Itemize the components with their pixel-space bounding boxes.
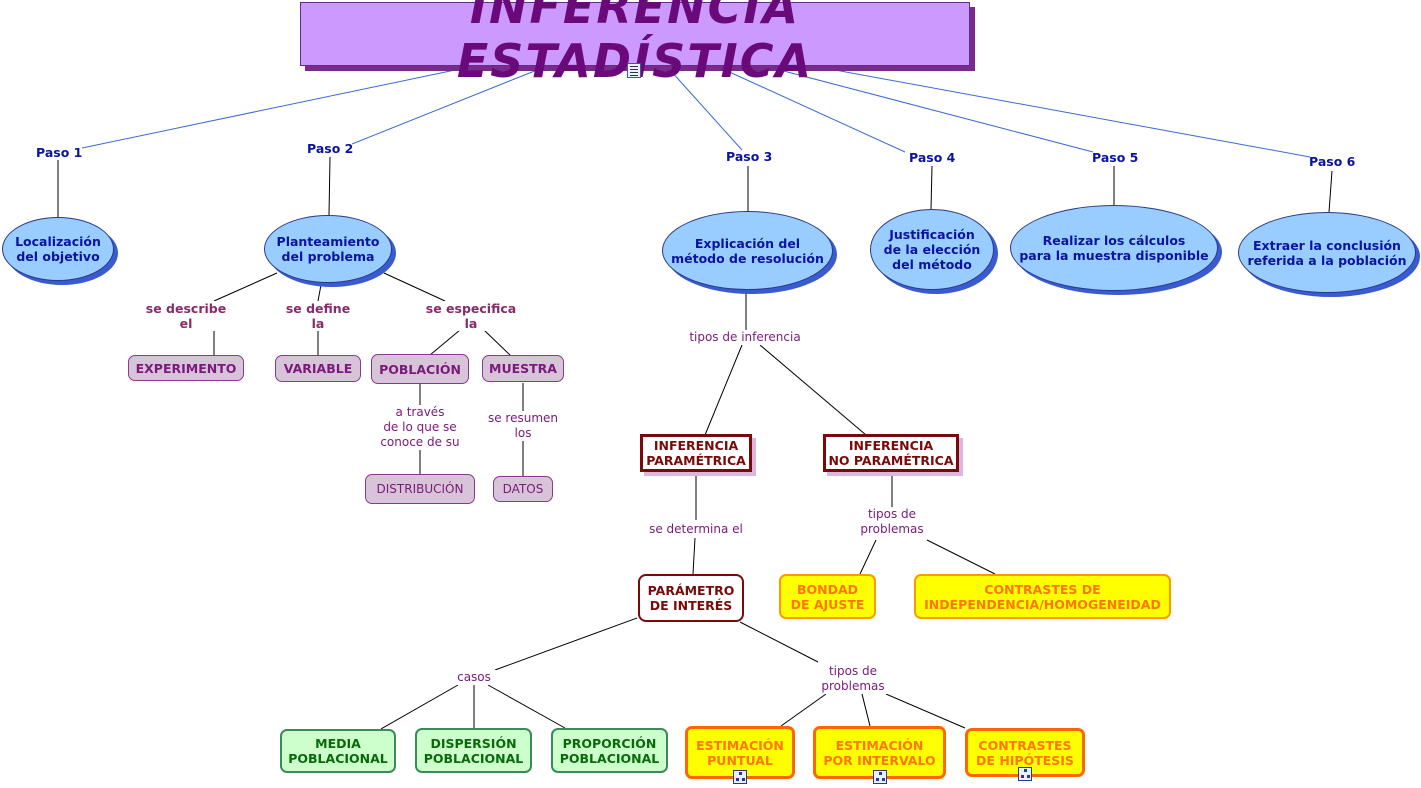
- step-1-node[interactable]: Localización del objetivo: [2, 217, 114, 281]
- parametro-interes-node[interactable]: PARÁMETRO DE INTERÉS: [638, 574, 744, 622]
- link-se-determina: se determina el: [643, 522, 749, 537]
- datos-node[interactable]: DATOS: [493, 476, 553, 502]
- link-se-define: se define la: [280, 301, 356, 331]
- muestra-node[interactable]: MUESTRA: [482, 355, 564, 382]
- step-3-label: Paso 3: [726, 149, 773, 164]
- link-casos: casos: [452, 670, 496, 685]
- link-a-traves: a través de lo que se conoce de su: [372, 405, 468, 450]
- step-5-node[interactable]: Realizar los cálculos para la muestra di…: [1010, 205, 1218, 291]
- step-6-label: Paso 6: [1309, 154, 1356, 169]
- step-1-label: Paso 1: [36, 145, 83, 160]
- link-tipos-inferencia: tipos de inferencia: [682, 330, 808, 345]
- link-se-resumen: se resumen los: [478, 411, 568, 441]
- step-4-label: Paso 4: [909, 150, 956, 165]
- proporcion-poblacional-node[interactable]: PROPORCIÓN POBLACIONAL: [551, 728, 668, 773]
- step-6-node[interactable]: Extraer la conclusión referida a la pobl…: [1238, 212, 1416, 293]
- distribucion-node[interactable]: DISTRIBUCIÓN: [365, 474, 475, 504]
- note-icon[interactable]: [627, 63, 641, 78]
- step-3-node[interactable]: Explicación del método de resolución: [662, 211, 833, 290]
- poblacion-node[interactable]: POBLACIÓN: [371, 354, 469, 384]
- submap-icon[interactable]: [1018, 767, 1032, 781]
- variable-node[interactable]: VARIABLE: [275, 355, 361, 382]
- step-4-node[interactable]: Justificación de la elección del método: [870, 209, 994, 290]
- link-se-especifica: se especifica la: [420, 301, 522, 331]
- link-tipos-problemas-p: tipos de problemas: [812, 664, 894, 694]
- submap-icon[interactable]: [873, 770, 887, 784]
- bondad-ajuste-node[interactable]: BONDAD DE AJUSTE: [779, 574, 876, 619]
- step-2-label: Paso 2: [307, 141, 354, 156]
- link-tipos-problemas-np: tipos de problemas: [852, 507, 932, 537]
- concept-links: [57, 156, 1333, 730]
- step-5-label: Paso 5: [1092, 150, 1139, 165]
- dispersion-poblacional-node[interactable]: DISPERSIÓN POBLACIONAL: [415, 728, 532, 773]
- title-links: [81, 69, 1311, 158]
- link-se-describe: se describe el: [142, 301, 230, 331]
- submap-icon[interactable]: [733, 770, 747, 784]
- media-poblacional-node[interactable]: MEDIA POBLACIONAL: [280, 729, 396, 773]
- main-title: INFERENCIA ESTADÍSTICA: [300, 0, 970, 88]
- contrastes-independencia-node[interactable]: CONTRASTES DE INDEPENDENCIA/HOMOGENEIDAD: [914, 574, 1171, 619]
- experimento-node[interactable]: EXPERIMENTO: [128, 355, 244, 381]
- inferencia-no-parametrica-node[interactable]: INFERENCIA NO PARAMÉTRICA: [823, 434, 959, 472]
- step-2-node[interactable]: Planteamiento del problema: [264, 215, 392, 283]
- inferencia-parametrica-node[interactable]: INFERENCIA PARAMÉTRICA: [640, 434, 752, 472]
